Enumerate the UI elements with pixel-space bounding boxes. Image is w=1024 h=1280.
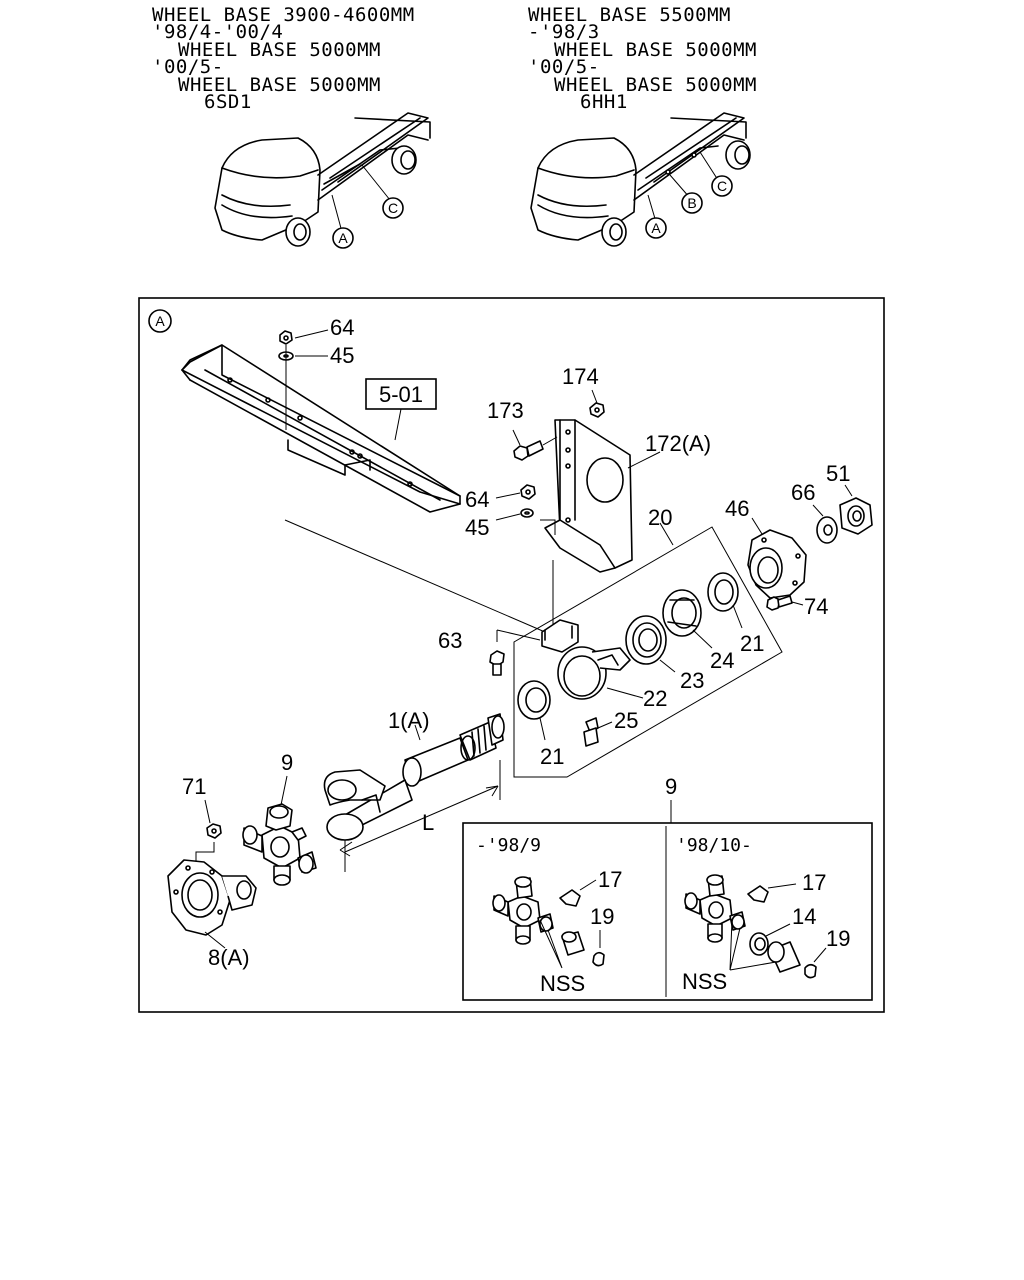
inset-left-17: 17 [598,867,622,892]
callout-a-circle [332,227,354,249]
section-a-frame [138,297,885,1013]
callout-c-circle [382,197,404,219]
header-right-line3: WHEEL BASE 5000MM [554,39,757,61]
part-64b: 64 [465,487,489,512]
header-right-line1: WHEEL BASE 5500MM [528,4,731,26]
part-21a: 21 [740,631,764,656]
inset-right-14: 14 [792,904,816,929]
part-1a: 1(A) [388,708,430,733]
flange-yoke-8a [167,859,257,936]
part-45b: 45 [465,515,489,540]
inset-left-ujoint [492,876,554,945]
snap-ring-19 [804,963,817,979]
seal-14 [749,932,769,956]
section-marker: A [155,313,165,329]
header-left-line5: WHEEL BASE 5000MM [178,74,381,96]
header-left-line6: 6SD1 [204,91,252,113]
part-45a: 45 [330,343,354,368]
header-left-line1: WHEEL BASE 3900-4600MM [152,4,415,26]
callout-a: A [651,220,661,236]
part-66: 66 [791,480,815,505]
callout-c: C [388,200,398,216]
part-22: 22 [643,686,667,711]
part-21b: 21 [540,744,564,769]
universal-joint-9 [242,803,317,886]
part-25: 25 [614,708,638,733]
callout-c-circle [711,175,733,197]
part-64a: 64 [330,315,354,340]
part-9: 9 [281,750,293,775]
callout-a: A [338,230,348,246]
inset-right-nss: NSS [682,969,727,994]
inset-right-ujoint [684,874,746,943]
dimension-l: L [422,810,434,835]
flange-46 [747,529,807,599]
grease-fitting-17 [747,885,769,903]
inset-left-label: -'98/9 [476,835,541,856]
header-right-line2: -'98/3 [528,21,600,43]
part-51: 51 [826,461,850,486]
nut-64-top [278,330,294,430]
center-bearing-22 [541,619,631,700]
part-174: 174 [562,364,599,389]
propeller-shaft-1a [323,713,505,841]
header-left-line3: WHEEL BASE 5000MM [178,39,381,61]
part-46: 46 [725,496,749,521]
inset-left-nss: NSS [540,971,585,996]
section-marker-circle [148,309,172,333]
part-63: 63 [438,628,462,653]
header-left-line2: '98/4-'00/4 [152,21,283,43]
ref-box-label: 5-01 [379,382,423,407]
crossmember [181,344,461,513]
header-right-line5: WHEEL BASE 5000MM [554,74,757,96]
part-23: 23 [680,668,704,693]
header-left: WHEEL BASE 3900-4600MM '98/4-'00/4 WHEEL… [152,4,415,113]
inset-right-17: 17 [802,870,826,895]
header-right-line4: '00/5- [528,56,600,78]
part-71: 71 [182,774,206,799]
truck-illustration-right: A B C [530,112,751,247]
bracket-172 [544,419,633,573]
header-left-line4: '00/5- [152,56,224,78]
grease-fitting-17 [559,889,581,907]
part-8a: 8(A) [208,945,250,970]
part-172a: 172(A) [645,431,711,456]
callout-a-circle [645,217,667,239]
part-24: 24 [710,648,734,673]
part-20: 20 [648,505,672,530]
truck-illustration-left: A C [214,112,431,249]
part-74: 74 [804,594,828,619]
inset-box [462,822,873,1001]
inset-part-9: 9 [665,774,677,799]
callout-c: C [717,178,727,194]
callout-b-circle [681,192,703,214]
header-right-line6: 6HH1 [580,91,628,113]
snap-ring-19 [592,951,605,967]
inset-left-19: 19 [590,904,614,929]
inset-right-19: 19 [826,926,850,951]
inset-right-label: '98/10- [676,835,752,856]
callout-b: B [687,195,696,211]
header-right: WHEEL BASE 5500MM -'98/3 WHEEL BASE 5000… [528,4,757,113]
part-173: 173 [487,398,524,423]
